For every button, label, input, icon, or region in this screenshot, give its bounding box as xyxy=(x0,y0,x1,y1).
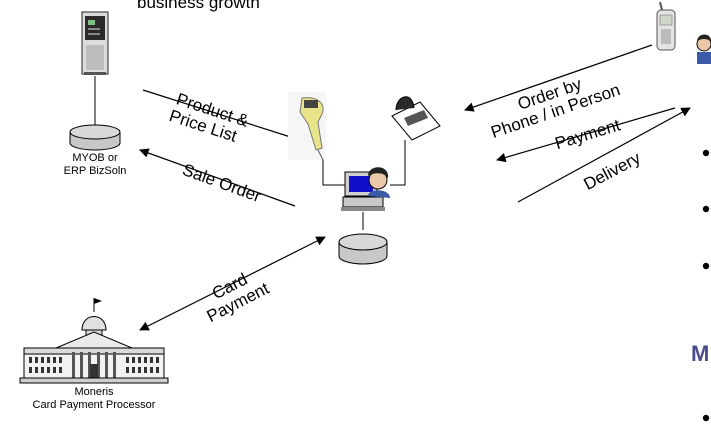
bullet-1 xyxy=(702,149,710,157)
arrow-payment xyxy=(496,107,676,163)
moneris-label-line2: Card Payment Processor xyxy=(32,399,156,411)
customer-icon xyxy=(696,34,711,64)
arrow-product-price xyxy=(142,89,301,142)
bullet-2 xyxy=(702,205,710,213)
erp-database-icon xyxy=(69,76,121,151)
erp-label: MYOB or ERP BizSoln xyxy=(50,152,140,178)
connector-printer-pc xyxy=(390,140,406,186)
bank-building-icon xyxy=(19,298,169,384)
arrow-sale-order xyxy=(139,148,296,207)
server-icon xyxy=(81,11,109,75)
bullet-4 xyxy=(702,414,710,422)
arrow-order-phone xyxy=(464,44,653,112)
erp-label-line1: MYOB or xyxy=(72,152,118,164)
arrow-card-payment xyxy=(139,236,326,331)
cell-phone-icon xyxy=(656,1,676,51)
pc-operator-icon xyxy=(341,167,390,211)
connector-scanner-pc xyxy=(322,140,345,186)
bullet-3 xyxy=(702,262,710,270)
moneris-label-line1: Moneris xyxy=(74,386,114,398)
partial-heading: M xyxy=(691,341,710,366)
top-caption: business growth xyxy=(137,0,260,12)
pc-database-icon xyxy=(338,212,388,265)
arrow-delivery xyxy=(517,107,691,203)
moneris-label: Moneris Card Payment Processor xyxy=(0,386,194,412)
barcode-scanner-icon xyxy=(288,92,326,161)
receipt-printer-icon xyxy=(391,96,441,141)
erp-label-line2: ERP BizSoln xyxy=(63,165,127,177)
